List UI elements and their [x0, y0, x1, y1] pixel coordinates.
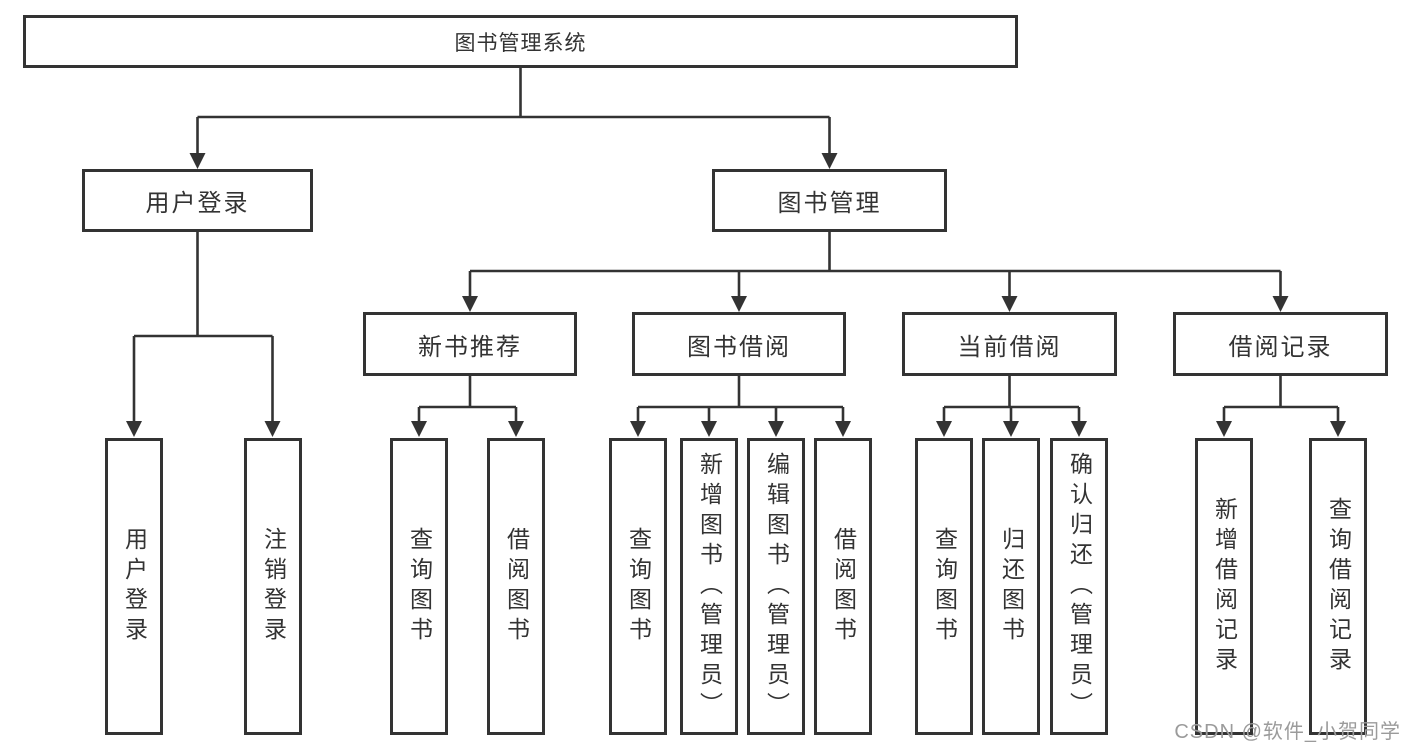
leaf-borrow-books-1: 借阅图书: [487, 438, 545, 735]
leaf-edit-books-admin: 编辑图书（管理员）: [747, 438, 805, 735]
leaf-logout: 注销登录: [244, 438, 302, 735]
node-new-book-recommend: 新书推荐: [363, 312, 577, 376]
leaf-confirm-return-admin-label: 确认归还（管理员）: [1066, 451, 1093, 722]
leaf-query-books-3: 查询图书: [915, 438, 973, 735]
leaf-return-books-label: 归还图书: [998, 526, 1025, 647]
leaf-edit-books-admin-label: 编辑图书（管理员）: [763, 451, 790, 722]
watermark: CSDN @软件_小贺同学: [1174, 721, 1401, 743]
node-book-management: 图书管理: [712, 169, 947, 232]
leaf-query-books-2: 查询图书: [609, 438, 667, 735]
leaf-query-books-1-label: 查询图书: [406, 526, 433, 647]
leaf-query-books-3-label: 查询图书: [931, 526, 958, 647]
leaf-borrow-books-2: 借阅图书: [814, 438, 872, 735]
leaf-return-books: 归还图书: [982, 438, 1040, 735]
node-borrow-records: 借阅记录: [1173, 312, 1388, 376]
leaf-user-login-label: 用户登录: [121, 526, 148, 647]
leaf-confirm-return-admin: 确认归还（管理员）: [1050, 438, 1108, 735]
node-user-login: 用户登录: [82, 169, 313, 232]
leaf-query-borrow-record: 查询借阅记录: [1309, 438, 1367, 735]
leaf-add-borrow-record: 新增借阅记录: [1195, 438, 1253, 735]
leaf-add-books-admin: 新增图书（管理员）: [680, 438, 738, 735]
node-root: 图书管理系统: [23, 15, 1018, 68]
leaf-user-login: 用户登录: [105, 438, 163, 735]
leaf-add-books-admin-label: 新增图书（管理员）: [696, 451, 723, 722]
leaf-query-books-2-label: 查询图书: [625, 526, 652, 647]
leaf-query-books-1: 查询图书: [390, 438, 448, 735]
leaf-query-borrow-record-label: 查询借阅记录: [1325, 496, 1352, 677]
node-book-borrow: 图书借阅: [632, 312, 846, 376]
leaf-logout-label: 注销登录: [260, 526, 287, 647]
leaf-borrow-books-1-label: 借阅图书: [503, 526, 530, 647]
leaf-add-borrow-record-label: 新增借阅记录: [1211, 496, 1238, 677]
node-current-borrow: 当前借阅: [902, 312, 1117, 376]
leaf-borrow-books-2-label: 借阅图书: [830, 526, 857, 647]
